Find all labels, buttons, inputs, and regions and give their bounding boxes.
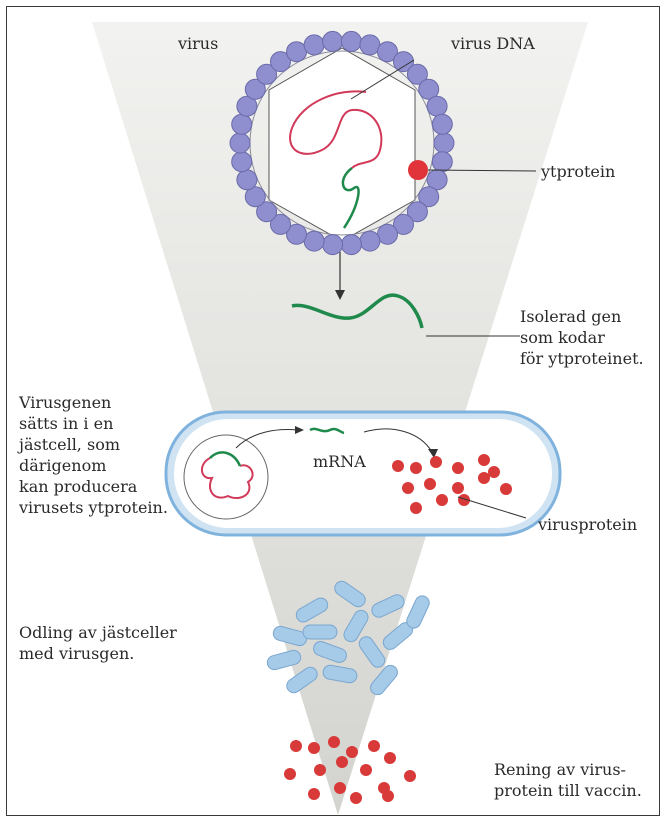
virus-protein-dot — [488, 466, 500, 478]
yeast-cell-capsule — [404, 594, 431, 631]
virus-protein-dot — [478, 472, 490, 484]
virus-envelope-bead — [230, 133, 250, 153]
virus-protein-dot — [430, 456, 442, 468]
virus-envelope-bead — [287, 42, 307, 62]
purified-protein-dot — [382, 790, 394, 802]
virusprotein-label: virusprotein — [538, 514, 637, 535]
virus-envelope-bead — [434, 133, 454, 153]
virus-envelope-bead — [432, 114, 452, 134]
virus-protein-dot — [410, 502, 422, 514]
virus-protein-dot — [452, 482, 464, 494]
virus-envelope-bead — [360, 35, 380, 55]
virus-protein-dot — [392, 460, 404, 472]
purified-protein-dot — [308, 788, 320, 800]
yeast-nucleus — [184, 435, 268, 519]
virus-protein-dot — [410, 462, 422, 474]
purified-protein-dot — [334, 782, 346, 794]
purified-protein-dot — [290, 740, 302, 752]
purified-protein-dot — [346, 746, 358, 758]
isolated-gene-label: Isolerad gen som kodar för ytproteinet. — [520, 306, 644, 369]
virus-envelope-bead — [323, 31, 343, 51]
virus-dna-label: virus DNA — [451, 33, 535, 54]
virus-protein-dot — [478, 454, 490, 466]
purified-protein-dot — [368, 740, 380, 752]
purified-protein-dot — [308, 742, 320, 754]
purified-protein-dot — [328, 736, 340, 748]
virus-protein-dot — [424, 478, 436, 490]
virus-envelope-bead — [304, 35, 324, 55]
virus-envelope-bead — [232, 114, 252, 134]
purification-label: Rening av virus- protein till vaccin. — [494, 759, 642, 801]
purified-protein-dot — [360, 764, 372, 776]
virus-envelope-bead — [341, 31, 361, 51]
purified-protein-dot — [284, 768, 296, 780]
yeast-cell-icon — [166, 412, 560, 535]
virus-envelope-bead — [232, 152, 252, 172]
virus-envelope-bead — [237, 170, 257, 190]
virus-envelope-bead — [427, 96, 447, 116]
yeast-cell-capsule — [303, 625, 337, 639]
virus-envelope-bead — [378, 224, 398, 244]
mrna-label: mRNA — [313, 451, 366, 472]
virus-envelope-bead — [432, 152, 452, 172]
virus-envelope-bead — [341, 235, 361, 255]
purified-protein-dot — [336, 756, 348, 768]
virus-protein-dot — [500, 483, 512, 495]
virus-protein-dot — [436, 494, 448, 506]
purified-protein-dot — [314, 764, 326, 776]
virus-envelope-bead — [360, 231, 380, 251]
virus-envelope-bead — [323, 235, 343, 255]
ytprotein-label: ytprotein — [541, 161, 615, 182]
virus-protein-dot — [452, 462, 464, 474]
surface-protein-dot — [408, 160, 428, 180]
insert-gene-label: Virusgenen sätts in i en jästcell, som d… — [19, 392, 168, 518]
purified-protein-dot — [384, 752, 396, 764]
virus-envelope-bead — [304, 231, 324, 251]
virus-protein-dot — [402, 482, 414, 494]
virus-label: virus — [178, 33, 218, 54]
purified-protein-dot — [350, 792, 362, 804]
purified-protein-dot — [404, 770, 416, 782]
culture-label: Odling av jästceller med virusgen. — [19, 622, 177, 664]
